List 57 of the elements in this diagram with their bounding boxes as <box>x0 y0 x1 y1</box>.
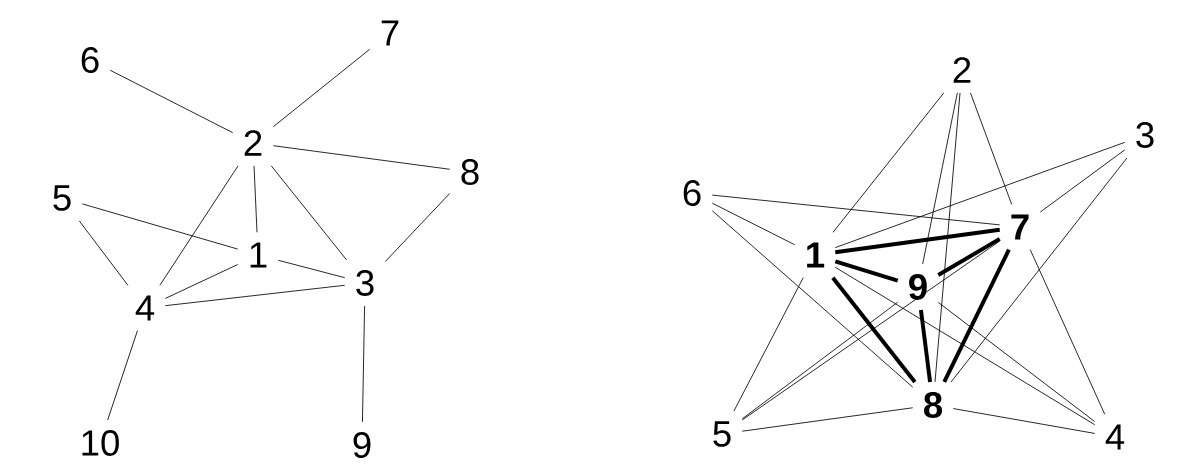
vertex-label: 6 <box>81 47 99 73</box>
vertex-label: 3 <box>1136 122 1154 148</box>
edge <box>107 330 138 421</box>
vertex-label: 1 <box>807 242 825 268</box>
edge <box>711 210 914 388</box>
edge <box>159 165 239 286</box>
edge <box>78 220 129 286</box>
edge <box>384 193 451 262</box>
vertex-label: 10 <box>82 430 119 456</box>
vertex-label: 3 <box>356 270 374 296</box>
vertex-label: 7 <box>1011 214 1029 240</box>
edge <box>277 259 346 279</box>
vertex-label: 7 <box>381 20 399 46</box>
thick-edge <box>919 309 933 383</box>
edge <box>741 301 899 420</box>
edge <box>164 264 239 299</box>
vertex-label: 6 <box>683 180 701 206</box>
edge <box>937 302 1096 422</box>
edge <box>741 407 914 432</box>
thick-edge <box>835 227 1000 255</box>
edge <box>741 240 1001 421</box>
edge <box>1039 149 1126 213</box>
edge <box>934 92 961 383</box>
edge <box>81 203 239 250</box>
edge <box>834 266 1096 426</box>
edge <box>272 145 451 170</box>
vertex-label: 9 <box>353 432 371 458</box>
edge <box>109 69 234 134</box>
vertex-label: 4 <box>135 295 155 321</box>
thick-edge <box>834 259 899 283</box>
edge <box>272 48 371 128</box>
vertex-label: 1 <box>250 242 267 268</box>
thick-edge <box>937 237 1001 277</box>
edge <box>711 194 1001 226</box>
edge <box>253 165 258 233</box>
edge <box>711 202 796 246</box>
edge <box>362 305 365 423</box>
vertex-label: 8 <box>924 392 943 418</box>
vertex-label: 4 <box>1105 424 1125 450</box>
edge <box>834 141 1126 249</box>
edge <box>164 284 346 307</box>
vertex-label: 2 <box>244 130 262 156</box>
vertex-label: 5 <box>713 421 731 447</box>
vertex-label: 2 <box>953 57 971 83</box>
edge <box>950 157 1128 383</box>
edge <box>832 92 945 233</box>
thick-edge <box>831 276 917 384</box>
edge <box>952 408 1096 434</box>
edge <box>922 92 958 265</box>
edge <box>1029 249 1106 415</box>
edge <box>970 92 1013 205</box>
vertex-label: 9 <box>909 274 927 300</box>
vertex-label: 5 <box>53 185 71 211</box>
thick-edge <box>942 248 1011 383</box>
edge <box>270 165 347 261</box>
edge <box>733 277 804 412</box>
vertex-label: 8 <box>461 159 479 185</box>
